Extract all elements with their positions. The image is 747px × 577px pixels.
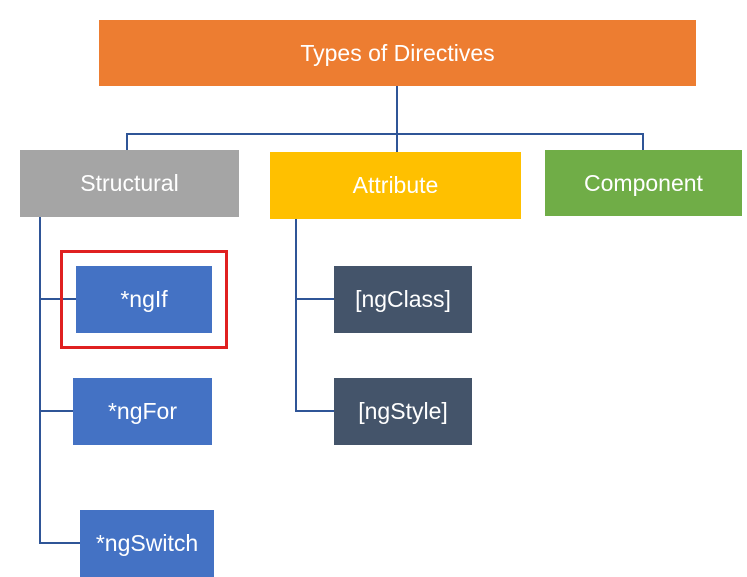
ngclass-node: [ngClass] <box>334 266 472 333</box>
ngif-highlight-frame <box>60 250 228 349</box>
root-label: Types of Directives <box>300 39 495 66</box>
ngif-label: *ngIf <box>120 286 168 312</box>
ngswitch-node: *ngSwitch <box>80 510 214 577</box>
ngfor-label: *ngFor <box>107 398 178 424</box>
attribute-label: Attribute <box>352 172 439 198</box>
ngfor-node: *ngFor <box>73 378 212 445</box>
ngstyle-label: [ngStyle] <box>358 398 448 424</box>
root-node: Types of Directives <box>99 20 696 86</box>
attribute-node: Attribute <box>270 152 521 219</box>
structural-node: Structural <box>20 150 239 217</box>
component-label: Component <box>584 169 703 196</box>
ngclass-label: [ngClass] <box>355 286 451 312</box>
ngswitch-label: *ngSwitch <box>95 530 199 556</box>
ngstyle-node: [ngStyle] <box>334 378 472 445</box>
structural-label: Structural <box>80 170 179 196</box>
ngif-node: *ngIf <box>76 266 212 333</box>
component-node: Component <box>545 150 742 216</box>
